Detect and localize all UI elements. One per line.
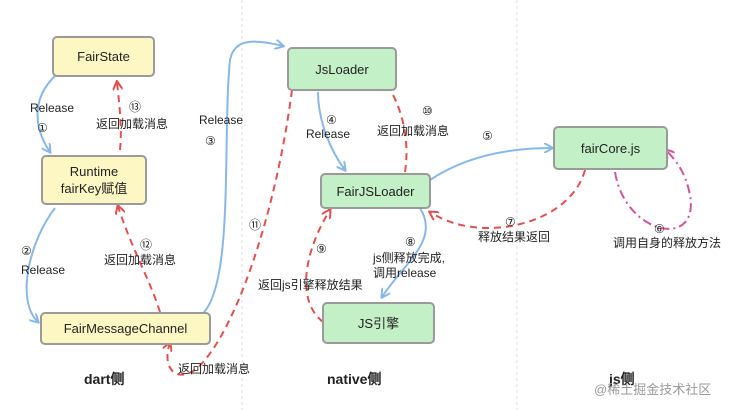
column-title-dart: dart侧 [84, 371, 125, 387]
edge-1-arrow [36, 75, 56, 152]
edge-4-arrow [317, 91, 345, 170]
edge-11-step: ⑪ [249, 218, 262, 232]
edge-1-label: Release [30, 101, 75, 115]
edge-2-arrow [25, 207, 56, 322]
edge-12-arrow [118, 206, 161, 313]
edge-3-label: Release [199, 113, 244, 127]
edge-5-step: ⑤ [482, 129, 493, 143]
edge-4-label: Release [306, 127, 351, 141]
edge-7-step: ⑦ [505, 215, 516, 229]
edge-1-step: ① [37, 121, 48, 135]
column-title-js: js侧 [609, 371, 635, 387]
edge-13-step: ⑬ [129, 100, 142, 114]
node-jsloader: JsLoader [287, 47, 397, 91]
edge-10-step: ⑩ [422, 104, 433, 118]
node-faircore: fairCore.js [553, 126, 668, 170]
edge-6-label: 调用自身的释放方法 [613, 236, 722, 250]
node-fairstate: FairState [52, 36, 155, 77]
watermark: @稀土掘金技术社区 [594, 382, 712, 397]
edge-13-label: 返回加载消息 [96, 117, 169, 131]
edge-13-arrow [117, 82, 121, 151]
edge-7-label: 释放结果返回 [478, 230, 551, 244]
edge-9-step: ⑨ [316, 242, 327, 256]
edge-12-label: 返回加载消息 [104, 253, 177, 267]
edge-11-arrow [167, 89, 293, 376]
edge-11-label: 返回加载消息 [178, 362, 251, 376]
edge-12-step: ⑫ [140, 238, 153, 252]
edge-2-step: ② [21, 244, 32, 258]
node-runtime: Runtime fairKey赋值 [41, 155, 147, 205]
column-title-native: native侧 [327, 371, 382, 387]
edge-8-step: ⑧ [405, 235, 416, 249]
edge-8-arrow [382, 207, 427, 297]
edge-3-arrow [199, 42, 283, 317]
edge-6-arrow [614, 150, 692, 230]
edge-3-step: ③ [205, 134, 216, 148]
edge-9-label: 返回js引擎释放结果 [258, 278, 363, 292]
node-fairmessagechannel: FairMessageChannel [40, 312, 211, 345]
edge-9-arrow [305, 210, 330, 323]
edge-10-label: 返回加载消息 [377, 124, 450, 138]
edge-4-step: ④ [326, 113, 337, 127]
edge-5-arrow [429, 148, 552, 181]
edge-8-label: js侧释放完成, 调用release [373, 251, 446, 280]
edge-7-arrow [430, 169, 586, 229]
node-fairjsloader: FairJSLoader [320, 173, 431, 209]
edge-6-step: ⑥ [654, 222, 665, 236]
edge-2-label: Release [21, 263, 66, 277]
node-jsengine: JS引擎 [322, 302, 435, 344]
